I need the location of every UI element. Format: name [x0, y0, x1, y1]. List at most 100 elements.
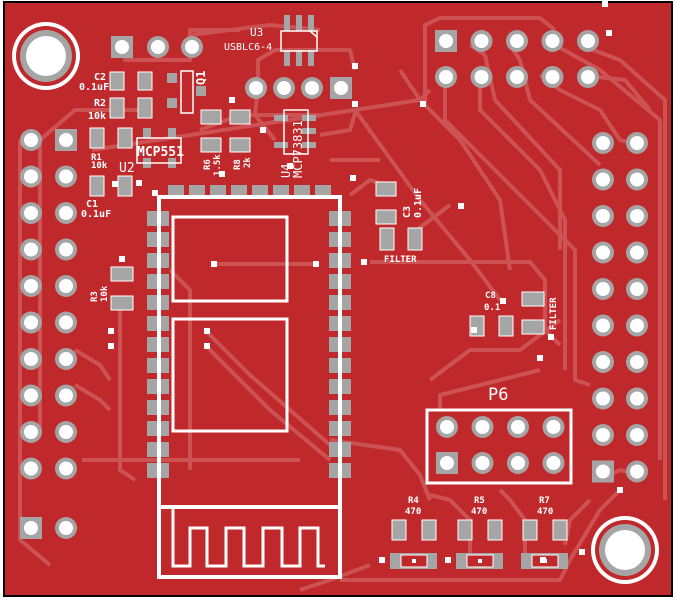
- r4-ref-label: R4: [408, 496, 419, 506]
- via: [204, 343, 210, 349]
- u2-value-label: MCP551: [137, 145, 184, 160]
- via: [152, 190, 158, 196]
- drill-hole: [59, 279, 73, 293]
- filter2-label: FILTER: [549, 297, 559, 330]
- p6-outline: [425, 408, 573, 485]
- via: [548, 334, 554, 340]
- round-pin-pad: [20, 275, 42, 297]
- round-pin-pad: [471, 452, 494, 474]
- round-pin-pad: [542, 416, 565, 438]
- drill-hole: [511, 420, 525, 434]
- c8-value-label: 0.1: [484, 303, 500, 313]
- round-pin-pad: [626, 278, 648, 300]
- via: [350, 175, 356, 181]
- round-pin-pad: [626, 241, 648, 264]
- resistor-pad: [552, 519, 568, 541]
- square-pin-pad: [436, 452, 458, 474]
- via: [204, 328, 210, 334]
- round-pin-pad: [592, 241, 614, 264]
- round-pin-pad: [626, 168, 648, 191]
- resistor-pad: [457, 519, 473, 541]
- c8-ref-label: C8: [485, 291, 496, 301]
- drill-hole: [24, 388, 38, 403]
- round-pin-pad: [592, 278, 614, 300]
- round-pin-pad: [20, 348, 42, 370]
- resistor-pad: [391, 519, 407, 541]
- r1-resistor: [89, 127, 133, 149]
- round-pin-pad: [20, 457, 42, 480]
- via: [540, 557, 546, 563]
- drill-hole: [59, 425, 73, 439]
- c2-ref-label: C2: [94, 72, 106, 83]
- right-pin-header: [592, 132, 648, 483]
- r5-ref-label: R5: [474, 496, 485, 506]
- led-resistor-group: [390, 519, 568, 569]
- via: [260, 127, 266, 133]
- esp-top-pad: [294, 185, 310, 198]
- round-pin-pad: [626, 205, 648, 227]
- drill-hole: [511, 456, 525, 470]
- led-marker: [412, 559, 416, 563]
- mounting-hole-top-left: [12, 22, 80, 90]
- drill-hole: [440, 420, 454, 434]
- round-pin-pad: [577, 30, 599, 52]
- drill-hole: [630, 391, 644, 406]
- left-pin-header: [20, 129, 77, 539]
- r8-value-label: 2k: [243, 157, 253, 168]
- top-pin-header: [435, 30, 599, 88]
- round-pin-pad: [55, 165, 77, 188]
- round-pin-pad: [245, 77, 267, 99]
- round-pin-pad: [626, 424, 648, 446]
- drill-hole: [596, 136, 610, 150]
- round-pin-pad: [55, 311, 77, 334]
- drill-hole: [24, 521, 38, 535]
- drill-hole: [546, 420, 561, 434]
- vias: [108, 1, 623, 563]
- round-pin-pad: [626, 387, 648, 410]
- round-pin-pad: [20, 129, 42, 151]
- filter1-label: FILTER: [384, 255, 417, 265]
- round-pin-pad: [55, 348, 77, 370]
- u3-chip: [280, 15, 318, 66]
- round-pin-pad: [273, 77, 295, 99]
- drill-hole: [596, 318, 610, 333]
- square-pin-pad: [435, 30, 457, 52]
- drill-hole: [59, 206, 73, 220]
- drill-hole: [59, 315, 73, 330]
- round-pin-pad: [435, 66, 457, 88]
- r1-value-label: 10k: [91, 161, 108, 171]
- round-pin-pad: [55, 275, 77, 297]
- resistor-pad: [487, 519, 503, 541]
- drill-hole: [545, 34, 560, 48]
- round-pin-pad: [470, 66, 493, 88]
- drill-hole: [277, 81, 291, 95]
- esp-top-pad: [273, 185, 289, 198]
- via: [119, 256, 125, 262]
- via: [579, 549, 585, 555]
- round-pin-pad: [470, 30, 493, 52]
- via: [420, 101, 426, 107]
- c1-capacitor: [89, 175, 133, 197]
- round-pin-pad: [55, 421, 77, 443]
- drill-hole: [59, 242, 73, 257]
- drill-hole: [474, 34, 489, 48]
- q1-transistor: [167, 70, 206, 114]
- round-pin-pad: [55, 202, 77, 224]
- drill-hole: [581, 34, 595, 48]
- round-pin-pad: [20, 421, 42, 443]
- drill-hole: [185, 40, 199, 54]
- via: [136, 180, 142, 186]
- r2-value-label: 10k: [88, 111, 106, 122]
- drill-hole: [596, 282, 610, 296]
- p6-header: [436, 416, 565, 474]
- mounting-hole-bottom-right: [591, 516, 659, 584]
- u2-ref-label: U2: [119, 161, 135, 176]
- c1-value-label: 0.1uF: [81, 209, 111, 220]
- round-pin-pad: [626, 132, 648, 154]
- drill-hole: [334, 81, 348, 95]
- round-pin-pad: [20, 238, 42, 261]
- round-pin-pad: [592, 205, 614, 227]
- square-pin-pad: [592, 460, 614, 483]
- drill-hole: [510, 34, 524, 48]
- square-pin-pad: [330, 77, 352, 99]
